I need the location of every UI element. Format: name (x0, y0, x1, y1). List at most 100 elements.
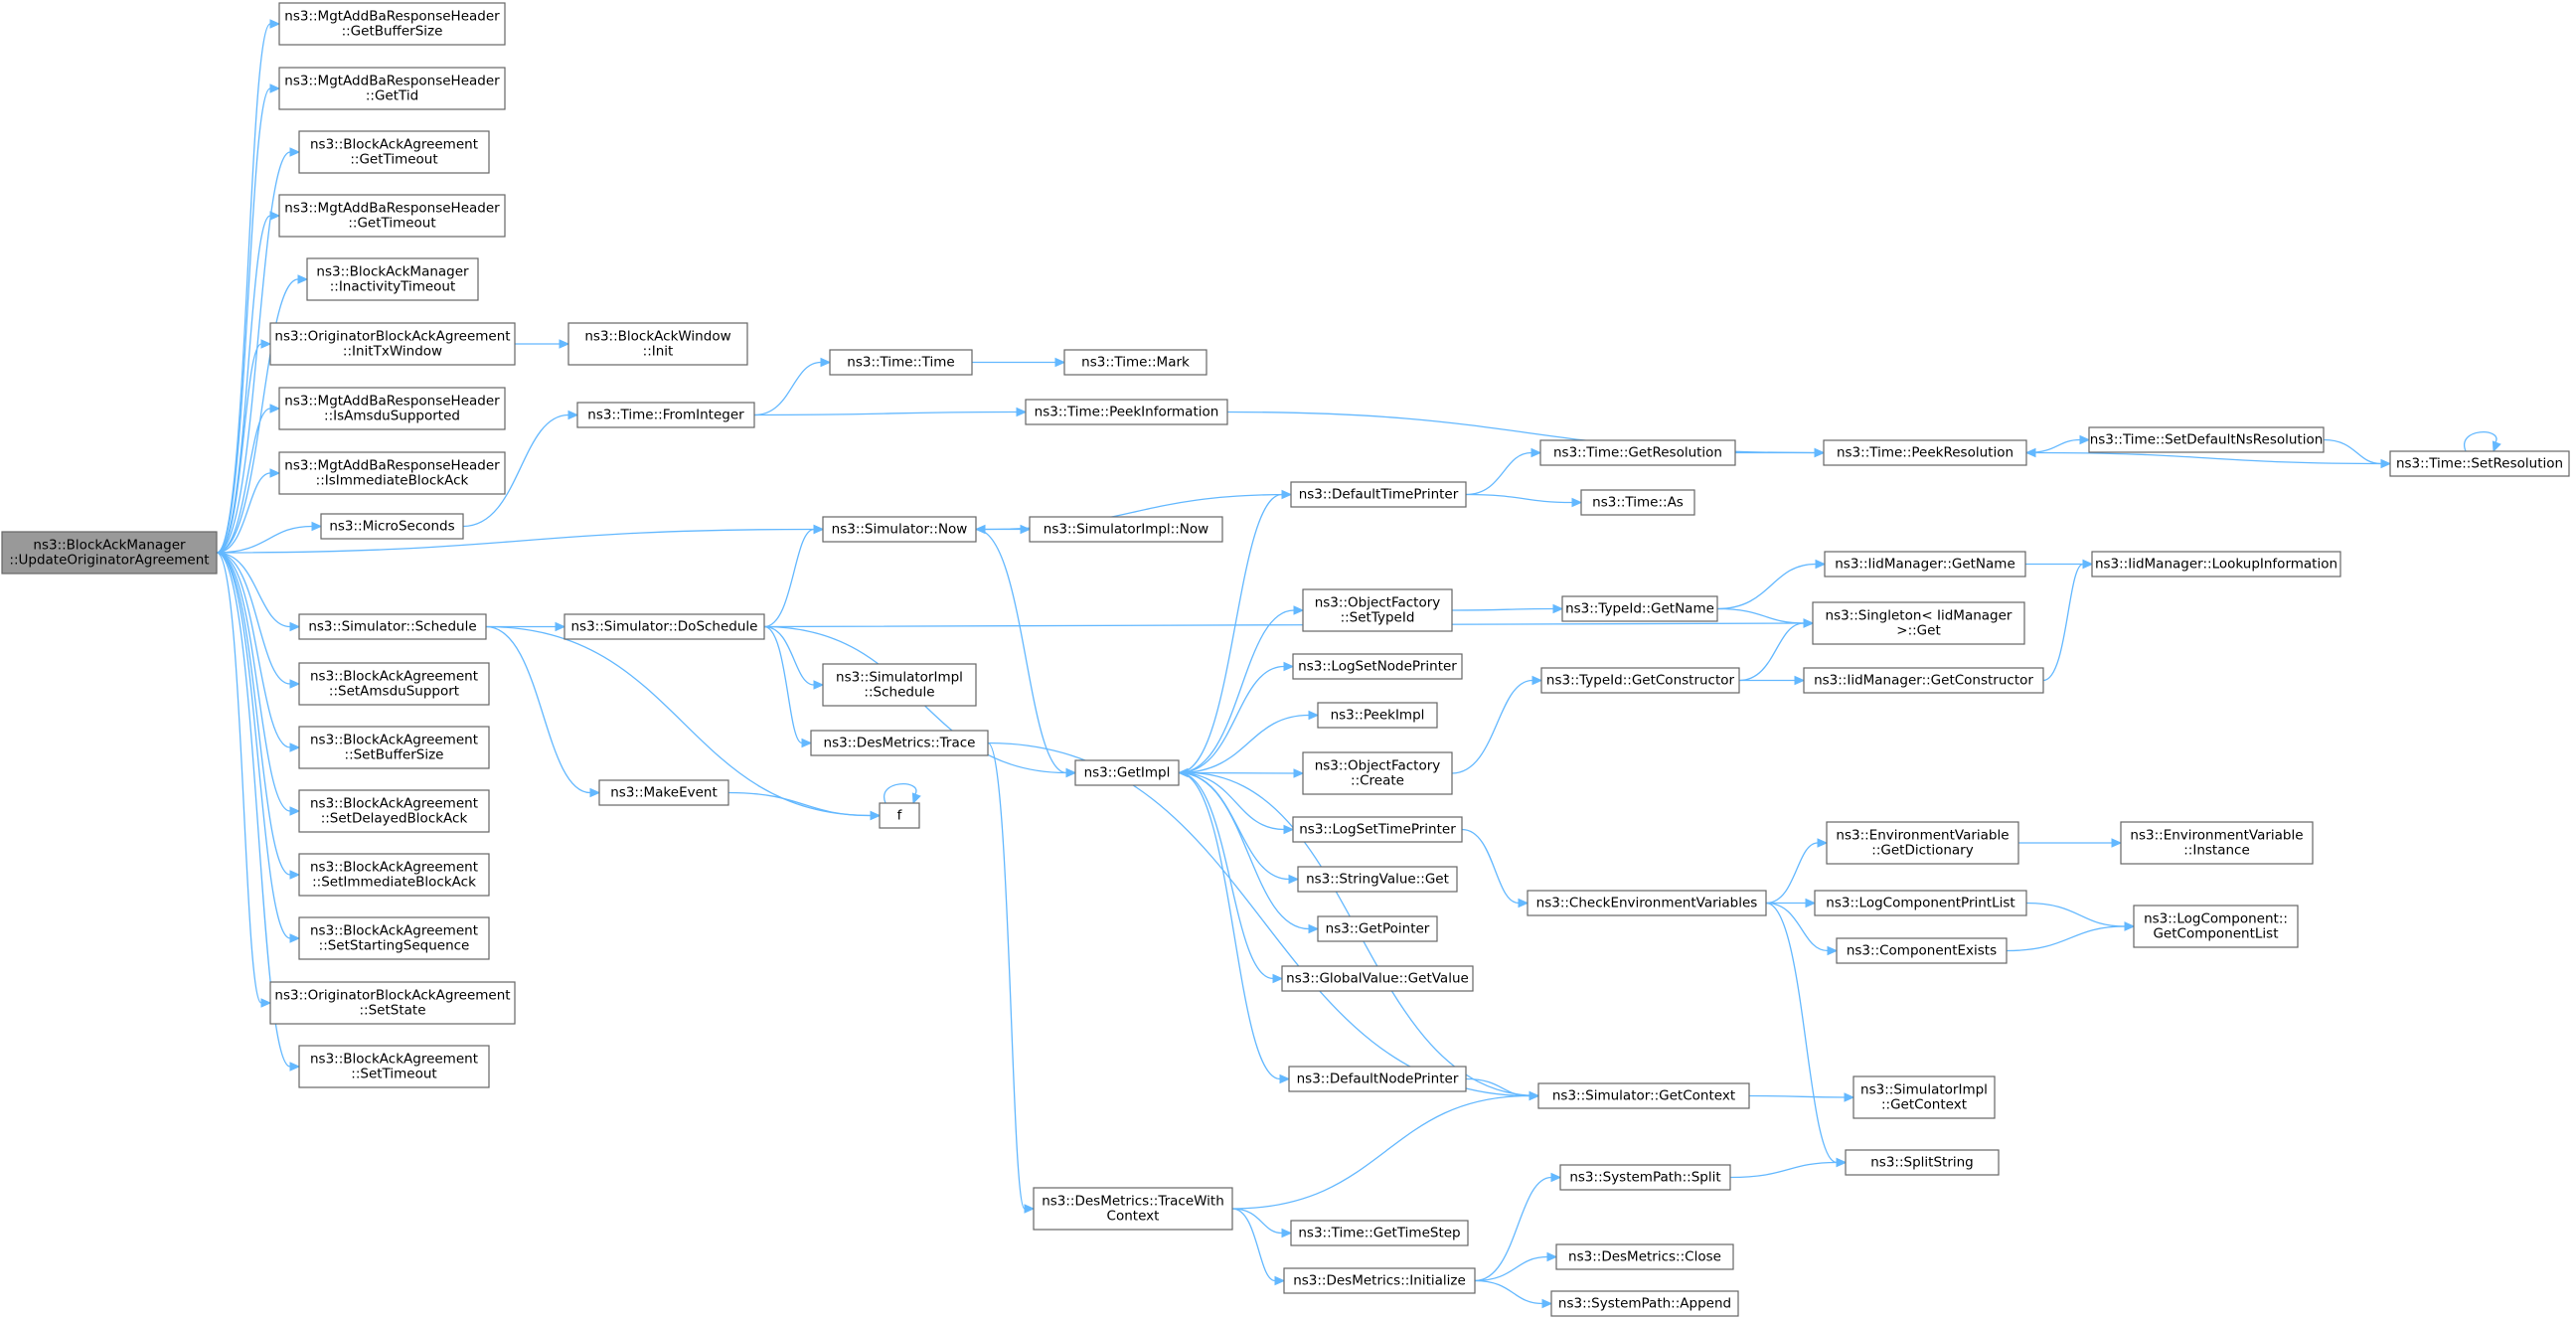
node-sim-impl-now[interactable]: ns3::SimulatorImpl::Now (1029, 516, 1223, 543)
node-box (278, 387, 506, 430)
node-label-line: ::SetBufferSize (345, 747, 444, 763)
node-singleton-get[interactable]: ns3::Singleton< IidManager>::Get (1812, 601, 2025, 645)
node-des-initialize[interactable]: ns3::DesMetrics::Initialize (1283, 1267, 1476, 1294)
node-box (1580, 489, 1695, 516)
node-get-resolution[interactable]: ns3::Time::GetResolution (1539, 439, 1736, 466)
node-iid-lookup[interactable]: ns3::IidManager::LookupInformation (2091, 551, 2341, 578)
edge-arrowhead (1546, 1251, 1558, 1262)
node-init-tx-window[interactable]: ns3::OriginatorBlockAckAgreement::InitTx… (269, 322, 516, 366)
node-get-time-step[interactable]: ns3::Time::GetTimeStep (1290, 1220, 1469, 1246)
edge-arrowhead (1308, 710, 1320, 721)
node-schedule[interactable]: ns3::Simulator::Schedule (298, 613, 487, 640)
call-edge (1734, 447, 1826, 458)
node-label-line: ns3::ComponentExists (1847, 943, 1997, 959)
node-iid-get-name[interactable]: ns3::IidManager::GetName (1824, 551, 2026, 578)
node-set-default-ns-resolution[interactable]: ns3::Time::SetDefaultNsResolution (2088, 426, 2325, 453)
node-f[interactable]: f (879, 802, 920, 829)
node-get-component-list[interactable]: ns3::LogComponent::GetComponentList (2133, 905, 2299, 948)
node-mgt-get-timeout[interactable]: ns3::MgtAddBaResponseHeader::GetTimeout (278, 194, 506, 238)
node-sim-get-context[interactable]: ns3::Simulator::GetContext (1537, 1082, 1750, 1109)
node-iid-get-constructor[interactable]: ns3::IidManager::GetConstructor (1803, 667, 2044, 694)
edge-arrowhead (1177, 767, 1189, 778)
node-get-pointer[interactable]: ns3::GetPointer (1317, 915, 1438, 942)
node-set-timeout[interactable]: ns3::BlockAckAgreement::SetTimeout (298, 1045, 490, 1088)
node-log-component-print-list[interactable]: ns3::LogComponentPrintList (1814, 890, 2027, 916)
edge-arrowhead (289, 870, 301, 880)
call-edge (1739, 675, 1806, 686)
node-label-line: ns3::PeekImpl (1331, 708, 1425, 724)
node-label-line: ns3::DesMetrics::Trace (824, 736, 976, 751)
edge-arrowhead (1531, 675, 1543, 686)
node-of-create[interactable]: ns3::ObjectFactory::Create (1302, 751, 1453, 795)
node-time-time[interactable]: ns3::Time::Time (829, 349, 973, 376)
node-label-line: ns3::TypeId::GetName (1565, 601, 1714, 617)
node-label-line: ns3::Simulator::GetContext (1552, 1088, 1735, 1104)
node-des-trace[interactable]: ns3::DesMetrics::Trace (810, 730, 989, 756)
node-label-line: ns3::DesMetrics::Close (1568, 1249, 1721, 1265)
node-type-id-get-name[interactable]: ns3::TypeId::GetName (1561, 595, 1718, 622)
node-set-starting-sequence[interactable]: ns3::BlockAckAgreement::SetStartingSeque… (298, 916, 490, 960)
node-box (879, 802, 920, 829)
node-time-as[interactable]: ns3::Time::As (1580, 489, 1695, 516)
node-is-immediate-block-ack[interactable]: ns3::MgtAddBaResponseHeader::IsImmediate… (278, 451, 506, 495)
node-set-immediate-block-ack[interactable]: ns3::BlockAckAgreement::SetImmediateBloc… (298, 853, 490, 897)
node-micro-seconds[interactable]: ns3::MicroSeconds (320, 513, 464, 540)
node-sim-impl-schedule[interactable]: ns3::SimulatorImpl::Schedule (822, 663, 977, 707)
node-peek-information[interactable]: ns3::Time::PeekInformation (1025, 399, 1228, 425)
node-set-buffer-size[interactable]: ns3::BlockAckAgreement::SetBufferSize (298, 726, 490, 769)
call-edge (975, 528, 1077, 778)
node-log-set-node-printer[interactable]: ns3::LogSetNodePrinter (1292, 653, 1463, 680)
node-peek-resolution[interactable]: ns3::Time::PeekResolution (1823, 439, 2027, 466)
node-time-mark[interactable]: ns3::Time::Mark (1063, 349, 1208, 376)
node-do-schedule[interactable]: ns3::Simulator::DoSchedule (564, 613, 765, 640)
node-set-amsdu-support[interactable]: ns3::BlockAckAgreement::SetAmsduSupport (298, 662, 490, 706)
node-make-event[interactable]: ns3::MakeEvent (598, 779, 729, 806)
node-box (1812, 601, 2025, 645)
node-set-delayed-block-ack[interactable]: ns3::BlockAckAgreement::SetDelayedBlockA… (298, 789, 490, 833)
node-type-id-get-constructor[interactable]: ns3::TypeId::GetConstructor (1540, 667, 1740, 694)
node-get-impl[interactable]: ns3::GetImpl (1074, 759, 1180, 786)
node-baw-init[interactable]: ns3::BlockAckWindow::Init (567, 322, 748, 366)
node-string-value-get[interactable]: ns3::StringValue::Get (1297, 866, 1458, 893)
node-log-set-time-printer[interactable]: ns3::LogSetTimePrinter (1292, 816, 1463, 843)
node-of-set-type-id[interactable]: ns3::ObjectFactory::SetTypeId (1302, 588, 1453, 632)
node-from-integer[interactable]: ns3::Time::FromInteger (576, 402, 755, 428)
node-system-path-split[interactable]: ns3::SystemPath::Split (1559, 1164, 1731, 1191)
node-is-amsdu-supported[interactable]: ns3::MgtAddBaResponseHeader::IsAmsduSupp… (278, 387, 506, 430)
node-box (1302, 751, 1453, 795)
node-get-buffer-size[interactable]: ns3::MgtAddBaResponseHeader::GetBufferSi… (278, 2, 506, 46)
node-get-tid[interactable]: ns3::MgtAddBaResponseHeader::GetTid (278, 67, 506, 110)
node-label-line: Context (1107, 1209, 1160, 1225)
node-root[interactable]: ns3::BlockAckManager::UpdateOriginatorAg… (1, 531, 218, 575)
node-default-time-printer[interactable]: ns3::DefaultTimePrinter (1290, 481, 1467, 508)
edge-arrowhead (1279, 1073, 1291, 1084)
node-global-value-get-value[interactable]: ns3::GlobalValue::GetValue (1281, 965, 1474, 992)
node-inactivity-timeout[interactable]: ns3::BlockAckManager::InactivityTimeout (306, 257, 479, 301)
node-default-node-printer[interactable]: ns3::DefaultNodePrinter (1288, 1066, 1467, 1092)
node-split-string[interactable]: ns3::SplitString (1845, 1149, 2000, 1176)
node-system-path-append[interactable]: ns3::SystemPath::Append (1550, 1290, 1739, 1317)
call-edge (216, 524, 825, 554)
edge-line (2034, 451, 2391, 465)
node-label-line: ns3::SystemPath::Append (1558, 1296, 1731, 1312)
call-edge (727, 791, 882, 821)
node-label-line: ::Instance (2183, 843, 2250, 859)
edge-arrowhead (1272, 973, 1284, 984)
node-baa-get-timeout[interactable]: ns3::BlockAckAgreement::GetTimeout (298, 130, 490, 174)
node-sim-impl-get-context[interactable]: ns3::SimulatorImpl::GetContext (1852, 1075, 1996, 1119)
node-peek-impl[interactable]: ns3::PeekImpl (1317, 702, 1438, 729)
node-check-env[interactable]: ns3::CheckEnvironmentVariables (1527, 890, 1767, 916)
node-label-line: ns3::LogSetNodePrinter (1298, 659, 1457, 675)
node-set-state[interactable]: ns3::OriginatorBlockAckAgreement::SetSta… (269, 981, 516, 1025)
node-des-close[interactable]: ns3::DesMetrics::Close (1555, 1243, 1734, 1270)
node-label-line: ns3::TypeId::GetConstructor (1546, 673, 1735, 689)
node-env-get-dictionary[interactable]: ns3::EnvironmentVariable::GetDictionary (1826, 821, 2019, 865)
node-sim-now[interactable]: ns3::Simulator::Now (822, 516, 977, 543)
node-label-line: ns3::GetPointer (1326, 921, 1430, 937)
edge-line (216, 552, 262, 1004)
node-component-exists[interactable]: ns3::ComponentExists (1836, 937, 2008, 964)
node-env-instance[interactable]: ns3::EnvironmentVariable::Instance (2120, 821, 2314, 865)
node-set-resolution[interactable]: ns3::Time::SetResolution (2389, 450, 2570, 477)
call-edge (763, 625, 813, 748)
